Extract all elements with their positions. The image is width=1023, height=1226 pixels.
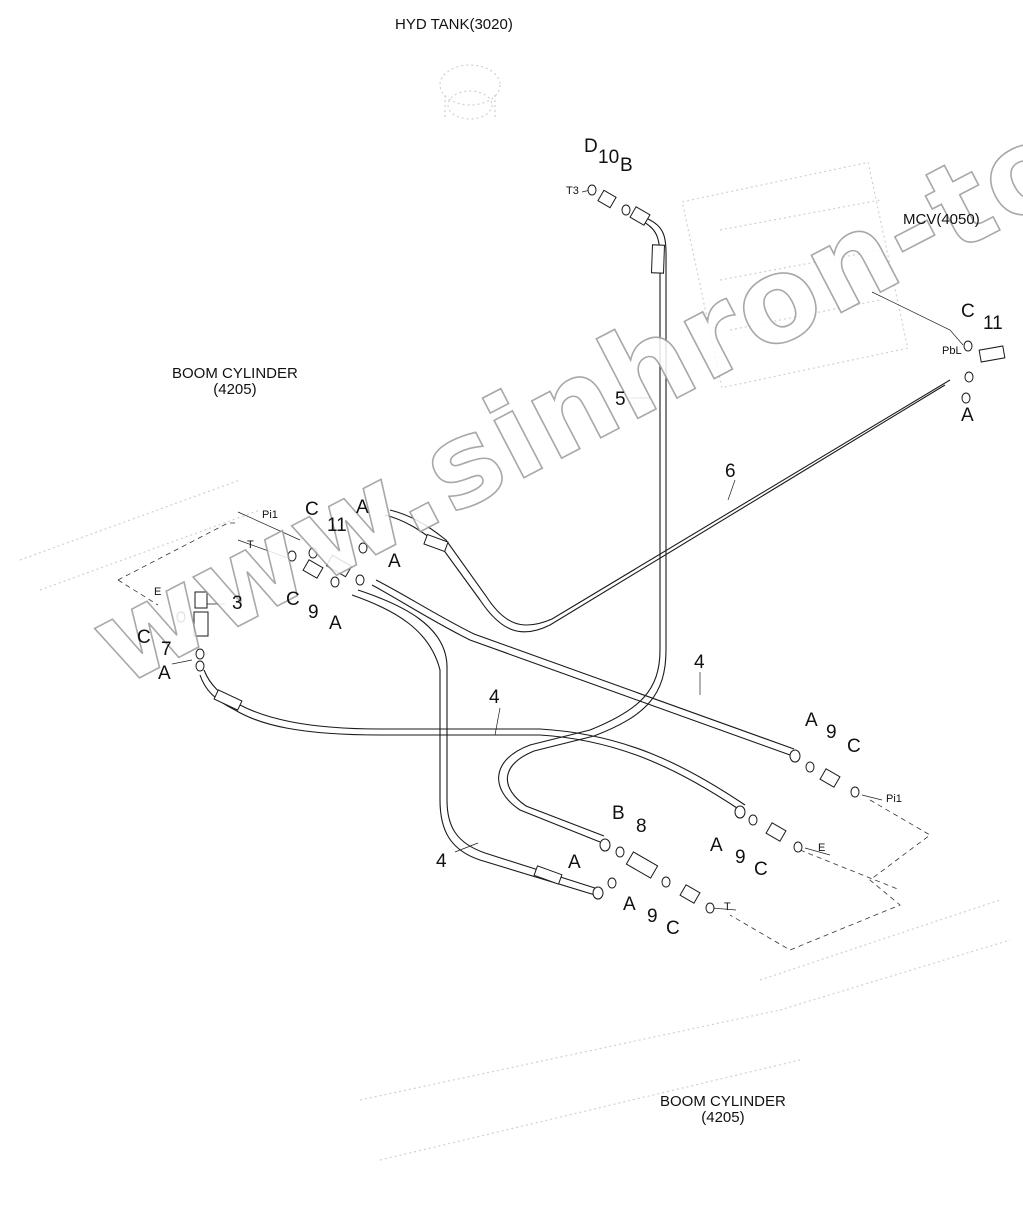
- label-11-left: 11: [327, 515, 347, 536]
- label-c-right-3: C: [666, 918, 680, 939]
- label-pi1-left: Pi1: [262, 509, 278, 521]
- label-pi1-right: Pi1: [886, 793, 902, 805]
- label-a-right-4: A: [623, 894, 636, 915]
- label-t-left: T: [247, 539, 254, 551]
- label-a-mcv: A: [961, 405, 974, 426]
- label-9-right-3: 9: [647, 906, 658, 927]
- label-c-left-low: C: [286, 589, 300, 610]
- label-b-top: B: [620, 155, 633, 176]
- label-a-left-top: A: [356, 497, 369, 518]
- ghost-components: [19, 64, 1011, 1161]
- label-c-mcv: C: [961, 301, 975, 322]
- label-a-left-low: A: [329, 613, 342, 634]
- label-10: 10: [598, 147, 620, 168]
- label-b-right: B: [612, 803, 625, 824]
- label-3: 3: [232, 593, 243, 614]
- label-8: 8: [636, 816, 647, 837]
- label-a-left: A: [158, 663, 171, 684]
- label-a-right-3: A: [568, 852, 581, 873]
- boom-cylinder-lower-label: BOOM CYLINDER (4205): [660, 1093, 786, 1126]
- label-hose-6: 6: [725, 461, 736, 482]
- label-9-right-1: 9: [826, 722, 837, 743]
- label-c-left: C: [137, 627, 151, 648]
- label-c-right-1: C: [847, 736, 861, 757]
- dashed-leaders: [117, 522, 931, 951]
- label-e-right: E: [818, 842, 826, 854]
- label-9-right-2: 9: [735, 847, 746, 868]
- label-9-left: 9: [308, 602, 319, 623]
- hose-sleeves: [213, 244, 666, 885]
- label-d: D: [584, 136, 598, 157]
- hoses: [199, 217, 951, 896]
- hyd-tank-label: HYD TANK(3020): [395, 16, 513, 33]
- label-a-left-mid: A: [388, 551, 401, 572]
- label-7: 7: [161, 639, 172, 660]
- boom-cylinder-upper-label: BOOM CYLINDER (4205): [172, 365, 298, 398]
- label-hose-4a: 4: [694, 652, 705, 673]
- label-t3: T3: [566, 185, 579, 197]
- label-pbl: PbL: [942, 345, 962, 357]
- label-t-right: T: [724, 901, 731, 913]
- mcv-label: MCV(4050): [903, 211, 980, 228]
- label-c-left-top: C: [305, 499, 319, 520]
- label-hose-4b: 4: [489, 687, 500, 708]
- label-a-right-2: A: [710, 835, 723, 856]
- label-hose-5: 5: [615, 389, 626, 410]
- label-e-left: E: [154, 586, 162, 598]
- label-a-right-1: A: [805, 710, 818, 731]
- label-c-right-2: C: [754, 859, 768, 880]
- fittings: [176, 184, 1006, 914]
- label-11-mcv: 11: [983, 313, 1003, 334]
- label-hose-4c: 4: [436, 851, 447, 872]
